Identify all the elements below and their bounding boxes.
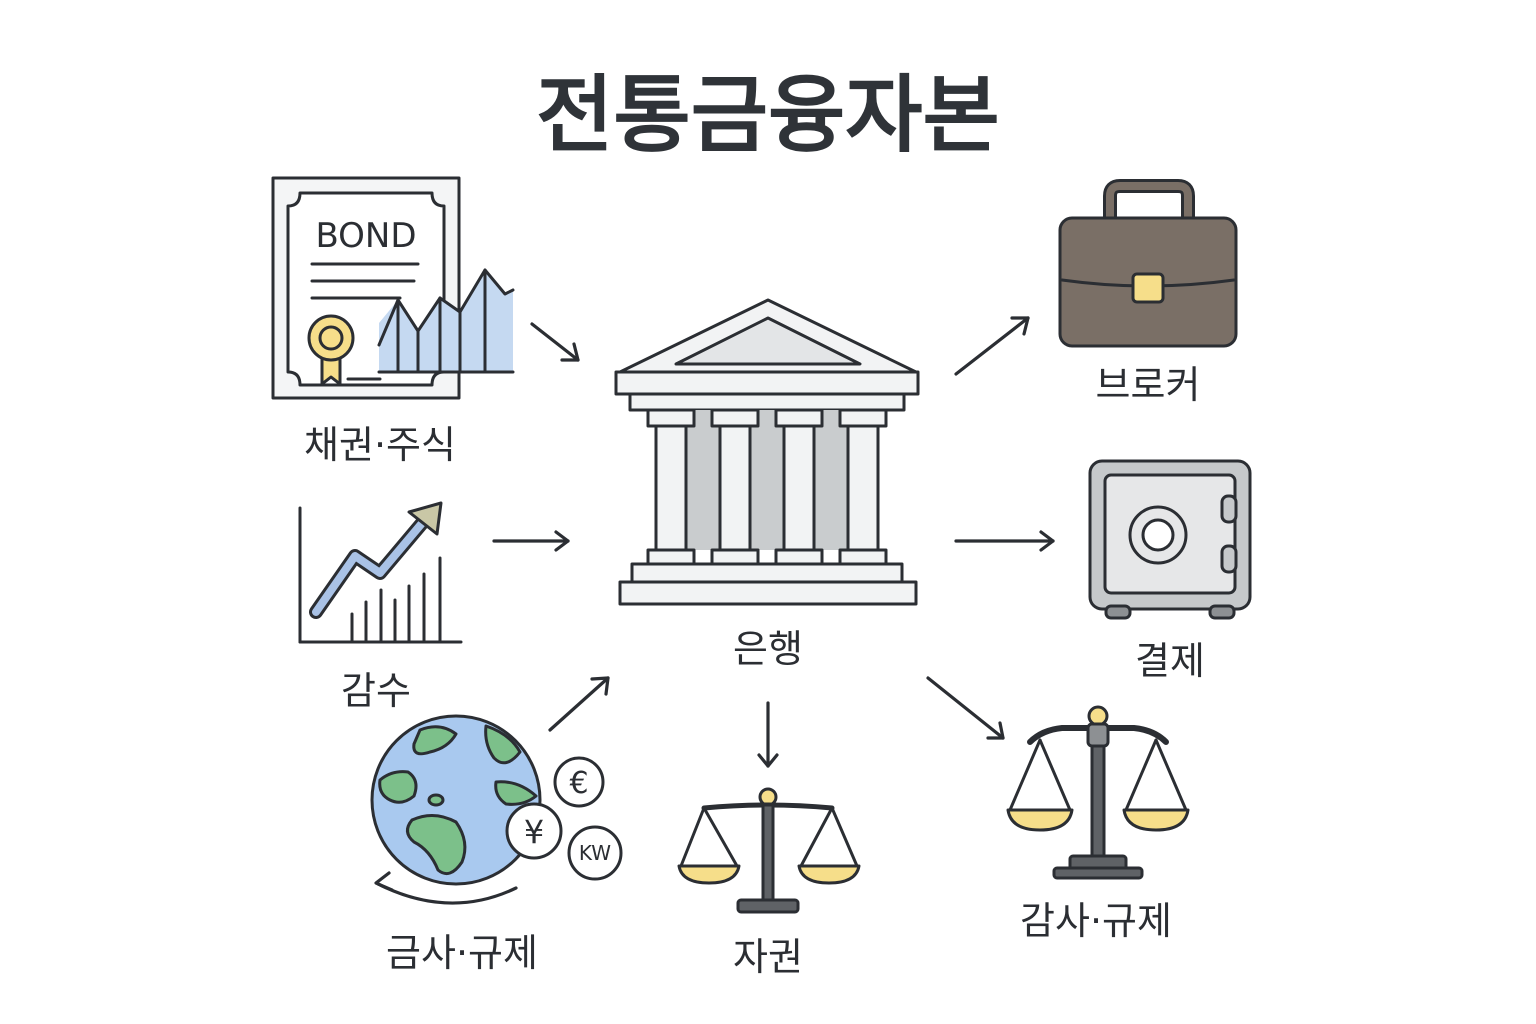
diagram-title: 전통금융자본 bbox=[536, 66, 1000, 164]
yen-symbol: ¥ bbox=[524, 813, 544, 851]
label-broker: 브로커 bbox=[1096, 363, 1201, 407]
label-bank: 은행 bbox=[733, 627, 803, 671]
arrow-globe-to-bank bbox=[548, 676, 610, 732]
arrow-gamsu-to-bank bbox=[492, 530, 570, 552]
rising-chart-icon bbox=[298, 501, 463, 644]
briefcase-icon bbox=[1058, 179, 1238, 348]
globe-currency-icon: € ¥ KW bbox=[370, 714, 623, 905]
bond-certificate-icon: BOND bbox=[271, 176, 461, 400]
label-audit-regulation: 감사·규제 bbox=[1020, 899, 1172, 943]
scales-icon-jagwon bbox=[677, 787, 861, 914]
label-settlement: 결제 bbox=[1135, 639, 1205, 683]
won-coin-icon: KW bbox=[567, 825, 623, 881]
euro-symbol: € bbox=[569, 766, 588, 801]
seal-ribbon-icon bbox=[307, 314, 355, 386]
label-bonds-stocks: 채권·주식 bbox=[304, 423, 456, 467]
arrow-bonds-to-bank bbox=[530, 322, 580, 362]
arrow-bank-to-broker bbox=[954, 316, 1030, 376]
bond-doc-text: BOND bbox=[315, 216, 416, 256]
arrow-bank-to-jagwon bbox=[757, 701, 779, 768]
scales-icon-audit bbox=[1006, 705, 1190, 880]
safe-icon bbox=[1088, 459, 1252, 620]
arrow-bank-to-audit bbox=[926, 676, 1005, 740]
yen-coin-icon: ¥ bbox=[505, 802, 563, 860]
won-symbol: KW bbox=[579, 841, 611, 865]
label-gumsa-regulation: 금사·규제 bbox=[386, 931, 538, 975]
bank-columns bbox=[646, 408, 888, 566]
label-gamsu: 감수 bbox=[341, 669, 411, 713]
label-jagwon: 자권 bbox=[733, 935, 803, 979]
arrow-bank-to-settlement bbox=[954, 530, 1055, 552]
euro-coin-icon: € bbox=[553, 756, 605, 808]
bank-building-icon bbox=[614, 298, 920, 606]
bond-price-chart-icon bbox=[377, 268, 515, 374]
